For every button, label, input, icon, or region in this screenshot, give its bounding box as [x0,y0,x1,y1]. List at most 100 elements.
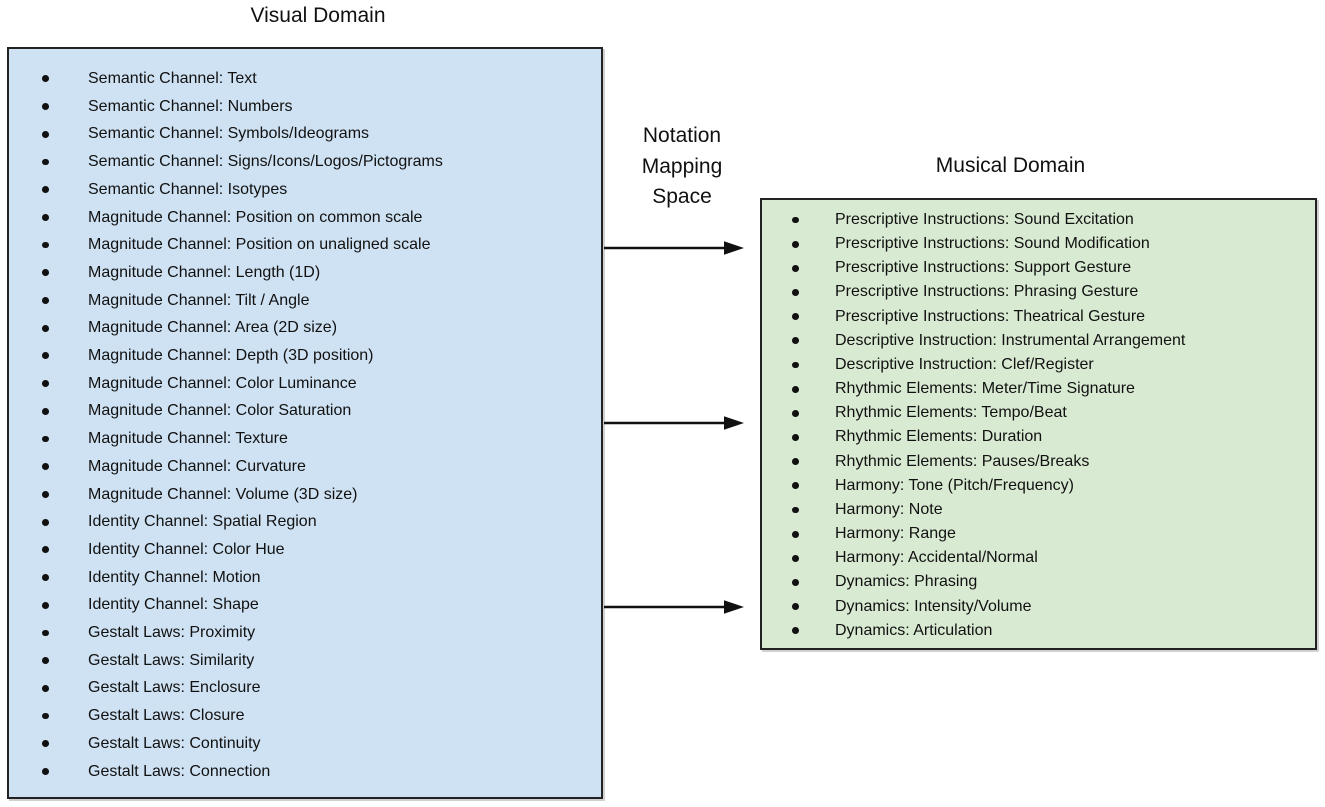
list-item-label: Gestalt Laws: Proximity [88,624,256,642]
list-item-label: Magnitude Channel: Volume (3D size) [88,485,358,503]
visual-domain-list-item: Gestalt Laws: Connection [9,758,601,786]
notation-mapping-space-label: Notation Mapping Space [602,121,762,213]
list-item-label: Gestalt Laws: Continuity [88,734,261,752]
bullet-icon [41,657,49,665]
bullet-icon [41,186,49,194]
visual-domain-list-item: Semantic Channel: Text [9,65,601,93]
list-item-label: Rhythmic Elements: Pauses/Breaks [835,452,1090,470]
musical-domain-list-item: Rhythmic Elements: Duration [762,425,1315,449]
visual-domain-list-item: Gestalt Laws: Enclosure [9,674,601,702]
list-item-label: Prescriptive Instructions: Sound Excitat… [835,211,1134,228]
bullet-icon [791,506,799,514]
list-item-label: Prescriptive Instructions: Sound Modific… [835,235,1150,253]
bullet-icon [41,712,49,720]
bullet-icon [41,407,49,415]
bullet-icon [41,546,49,554]
visual-domain-list-item: Magnitude Channel: Tilt / Angle [9,287,601,315]
list-item-label: Prescriptive Instructions: Support Gestu… [835,259,1132,277]
musical-domain-list-item: Descriptive Instruction: Clef/Register [762,353,1315,377]
list-item-label: Magnitude Channel: Position on unaligned… [88,236,431,254]
bullet-icon [41,269,49,277]
list-item-label: Gestalt Laws: Closure [88,707,245,725]
bullet-icon [791,579,799,586]
bullet-icon [41,213,49,221]
bullet-icon [791,240,799,248]
musical-domain-list-item: Prescriptive Instructions: Sound Modific… [762,232,1315,256]
bullet-icon [791,482,799,490]
list-item-label: Gestalt Laws: Connection [88,762,271,780]
bullet-icon [791,434,799,441]
visual-domain-list-item: Magnitude Channel: Color Saturation [9,397,601,425]
visual-domain-list-item: Magnitude Channel: Length (1D) [9,259,601,287]
list-item-label: Semantic Channel: Signs/Icons/Logos/Pict… [88,153,443,171]
musical-domain-list-item: Prescriptive Instructions: Phrasing Gest… [762,280,1315,304]
musical-domain-list-item: Prescriptive Instructions: Theatrical Ge… [762,305,1315,329]
list-item-label: Semantic Channel: Numbers [88,97,293,115]
visual-domain-list-item: Magnitude Channel: Position on unaligned… [9,231,601,259]
bullet-icon [791,337,799,345]
bullet-icon [41,435,49,443]
visual-domain-list-item: Magnitude Channel: Color Luminance [9,370,601,398]
musical-domain-list-item: Dynamics: Phrasing [762,570,1315,594]
list-item-label: Magnitude Channel: Tilt / Angle [88,291,310,309]
list-item-label: Harmony: Note [835,500,943,518]
bullet-icon [41,324,49,332]
visual-domain-list-item: Gestalt Laws: Closure [9,702,601,730]
list-item-label: Dynamics: Phrasing [835,573,978,591]
bullet-icon [791,603,799,610]
musical-domain-list-item: Dynamics: Intensity/Volume [762,595,1315,619]
list-item-label: Gestalt Laws: Similarity [88,651,255,669]
list-item-label: Rhythmic Elements: Tempo/Beat [835,404,1067,422]
mapping-label-line: Notation [642,124,722,147]
musical-domain-list: Prescriptive Instructions: Sound Excitat… [762,208,1315,643]
visual-domain-list-item: Magnitude Channel: Position on common sc… [9,204,601,232]
bullet-icon [791,385,799,393]
bullet-icon [791,627,799,635]
bullet-icon [791,216,799,224]
bullet-icon [791,458,799,466]
visual-domain-list-item: Magnitude Channel: Depth (3D position) [9,342,601,370]
bullet-icon [41,601,49,609]
list-item-label: Magnitude Channel: Length (1D) [88,263,321,281]
musical-domain-list-item: Harmony: Accidental/Normal [762,546,1315,570]
musical-domain-list-item: Harmony: Note [762,498,1315,522]
list-item-label: Identity Channel: Shape [88,596,259,614]
list-item-label: Magnitude Channel: Curvature [88,457,306,475]
visual-domain-list-item: Gestalt Laws: Proximity [9,619,601,647]
musical-domain-list-item: Prescriptive Instructions: Sound Excitat… [762,208,1315,232]
musical-domain-list-item: Rhythmic Elements: Pauses/Breaks [762,450,1315,474]
bullet-icon [41,158,49,166]
visual-domain-list-item: Identity Channel: Color Hue [9,536,601,564]
bullet-icon [41,103,49,110]
list-item-label: Magnitude Channel: Texture [88,430,288,448]
visual-domain-title: Visual Domain [250,4,386,27]
visual-domain-list-item: Identity Channel: Shape [9,591,601,619]
musical-domain-list-item: Rhythmic Elements: Meter/Time Signature [762,377,1315,401]
list-item-label: Descriptive Instruction: Clef/Register [835,355,1094,373]
list-item-label: Magnitude Channel: Depth (3D position) [88,347,374,365]
list-item-label: Semantic Channel: Symbols/Ideograms [88,125,370,143]
list-item-label: Prescriptive Instructions: Phrasing Gest… [835,283,1139,301]
musical-domain-list-item: Descriptive Instruction: Instrumental Ar… [762,329,1315,353]
bullet-icon [41,297,49,304]
visual-domain-box: Semantic Channel: Text Semantic Channel:… [7,47,603,799]
list-item-label: Magnitude Channel: Area (2D size) [88,319,338,337]
visual-domain-list-item: Magnitude Channel: Volume (3D size) [9,481,601,509]
visual-domain-list-item: Gestalt Laws: Continuity [9,730,601,758]
musical-domain-list-item: Rhythmic Elements: Tempo/Beat [762,401,1315,425]
bullet-icon [791,313,799,321]
bullet-icon [791,265,799,272]
bullet-icon [41,740,49,748]
musical-domain-list-item: Prescriptive Instructions: Support Gestu… [762,256,1315,280]
bullet-icon [791,554,799,562]
list-item-label: Identity Channel: Motion [88,568,261,586]
visual-domain-list-item: Magnitude Channel: Area (2D size) [9,314,601,342]
list-item-label: Semantic Channel: Text [88,70,257,87]
list-item-label: Dynamics: Intensity/Volume [835,597,1032,615]
mapping-label-line: Space [652,185,712,208]
visual-domain-list-item: Semantic Channel: Isotypes [9,176,601,204]
visual-domain-list-item: Magnitude Channel: Texture [9,425,601,453]
list-item-label: Harmony: Range [835,525,956,543]
musical-domain-title: Musical Domain [935,154,1086,177]
visual-domain-list-item: Magnitude Channel: Curvature [9,453,601,481]
